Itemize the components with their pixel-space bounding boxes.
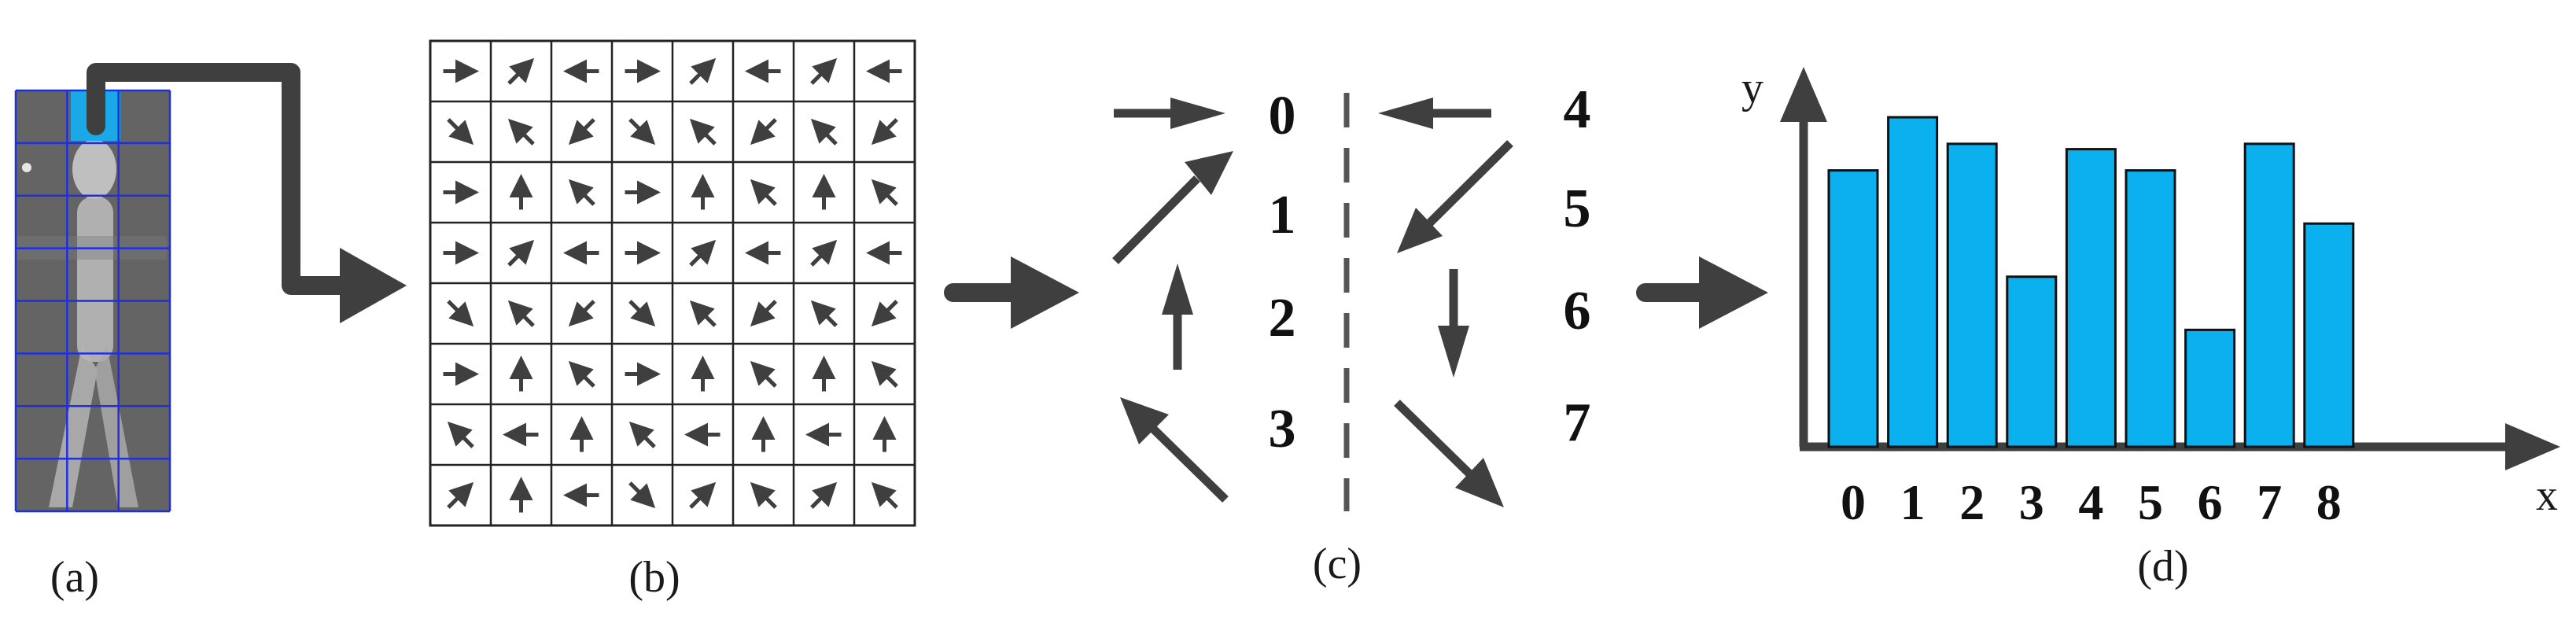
dir-label-0: 0 [1269,86,1296,146]
x-axis-arrowhead [2505,423,2560,470]
direction-arrow-3 [1120,397,1229,503]
histogram-bar-7 [2243,142,2295,448]
cell-grid-a [14,89,171,513]
gradient-arrow [810,118,838,146]
histogram-bar-0 [1827,169,1879,448]
gradient-arrow [568,360,595,388]
connector-a-to-b [87,63,407,323]
x-tick-label-8: 8 [2316,474,2342,530]
gradient-arrow [507,239,535,267]
gradient-arrow [750,300,777,327]
gradient-arrow [628,481,656,509]
panel-c: 0 1 2 3 4 5 6 7 (c) [1112,79,1591,588]
gradient-arrow [447,300,474,327]
dir-label-5: 5 [1564,179,1591,239]
gradient-arrow [810,481,838,509]
gradient-arrow [871,118,898,146]
histogram-bar-6 [2184,328,2236,448]
x-axis-label: x [2536,471,2558,520]
gradient-arrow [689,118,717,146]
gradient-arrow [810,239,838,267]
histogram-bar-8 [2303,222,2355,448]
gradient-arrow [750,360,777,388]
gradient-arrow [689,481,717,509]
x-tick-label-7: 7 [2257,474,2282,530]
histogram-bars [1827,116,2355,448]
x-tick-label-6: 6 [2198,474,2223,530]
x-tick-label-4: 4 [2078,474,2103,530]
gradient-arrow [871,179,898,206]
panel-a: (a) [14,89,171,602]
dir-label-2: 2 [1269,288,1296,348]
histogram-bar-4 [2065,148,2117,448]
dir-label-7: 7 [1564,393,1591,453]
dir-label-6: 6 [1564,281,1591,341]
caption-c: (c) [1313,540,1362,588]
gradient-arrow [810,300,838,327]
dir-label-1: 1 [1269,185,1296,245]
gradient-arrow [871,300,898,327]
gradient-arrow [507,57,535,85]
dir-label-4: 4 [1564,79,1591,140]
histogram-bar-5 [2125,169,2176,448]
dir-label-3: 3 [1269,399,1296,459]
gradient-arrow [628,421,656,448]
gradient-arrow [568,179,595,206]
x-tick-label-1: 1 [1900,474,1926,530]
direction-arrow-4 [1378,98,1491,129]
gradient-arrow [628,300,656,327]
direction-arrow-7 [1394,400,1504,507]
gradient-arrow [568,118,595,146]
orientation-grid [429,39,916,527]
gradient-arrow [507,300,535,327]
arrow-b-to-c [944,256,1079,329]
gradient-arrow [689,300,717,327]
direction-arrow-0 [1114,98,1225,129]
gradient-arrow [750,179,777,206]
gradient-arrow [447,421,474,448]
arrow-c-to-d [1636,256,1768,329]
gradient-arrow [871,481,898,509]
gradient-arrow [447,118,474,146]
panel-b: (b) [429,39,916,602]
direction-arrow-5 [1397,140,1513,253]
y-axis-label: y [1741,64,1763,112]
caption-b: (b) [628,553,680,602]
gradient-arrow [871,360,898,388]
gradient-arrow [507,118,535,146]
x-tick-label-0: 0 [1841,474,1866,530]
gradient-arrow [750,118,777,146]
direction-arrow-6 [1438,269,1469,378]
gradient-arrow [750,481,777,509]
gradient-arrow [568,300,595,327]
x-tick-label-5: 5 [2138,474,2163,530]
gradient-arrow [447,481,474,509]
caption-d: (d) [2137,542,2188,591]
gradient-arrow [689,57,717,85]
caption-a: (a) [50,553,99,602]
histogram-bar-1 [1887,116,1939,448]
histogram-bar-2 [1946,142,1998,448]
gradient-arrow [689,239,717,267]
direction-arrow-1 [1112,151,1233,264]
x-tick-label-3: 3 [2019,474,2044,530]
y-axis-arrowhead [1780,67,1827,122]
x-tick-label-2: 2 [1959,474,1985,530]
direction-arrow-2 [1162,264,1193,370]
gradient-arrow [810,57,838,85]
histogram-bar-3 [2006,275,2058,448]
gradient-arrow [628,118,656,146]
